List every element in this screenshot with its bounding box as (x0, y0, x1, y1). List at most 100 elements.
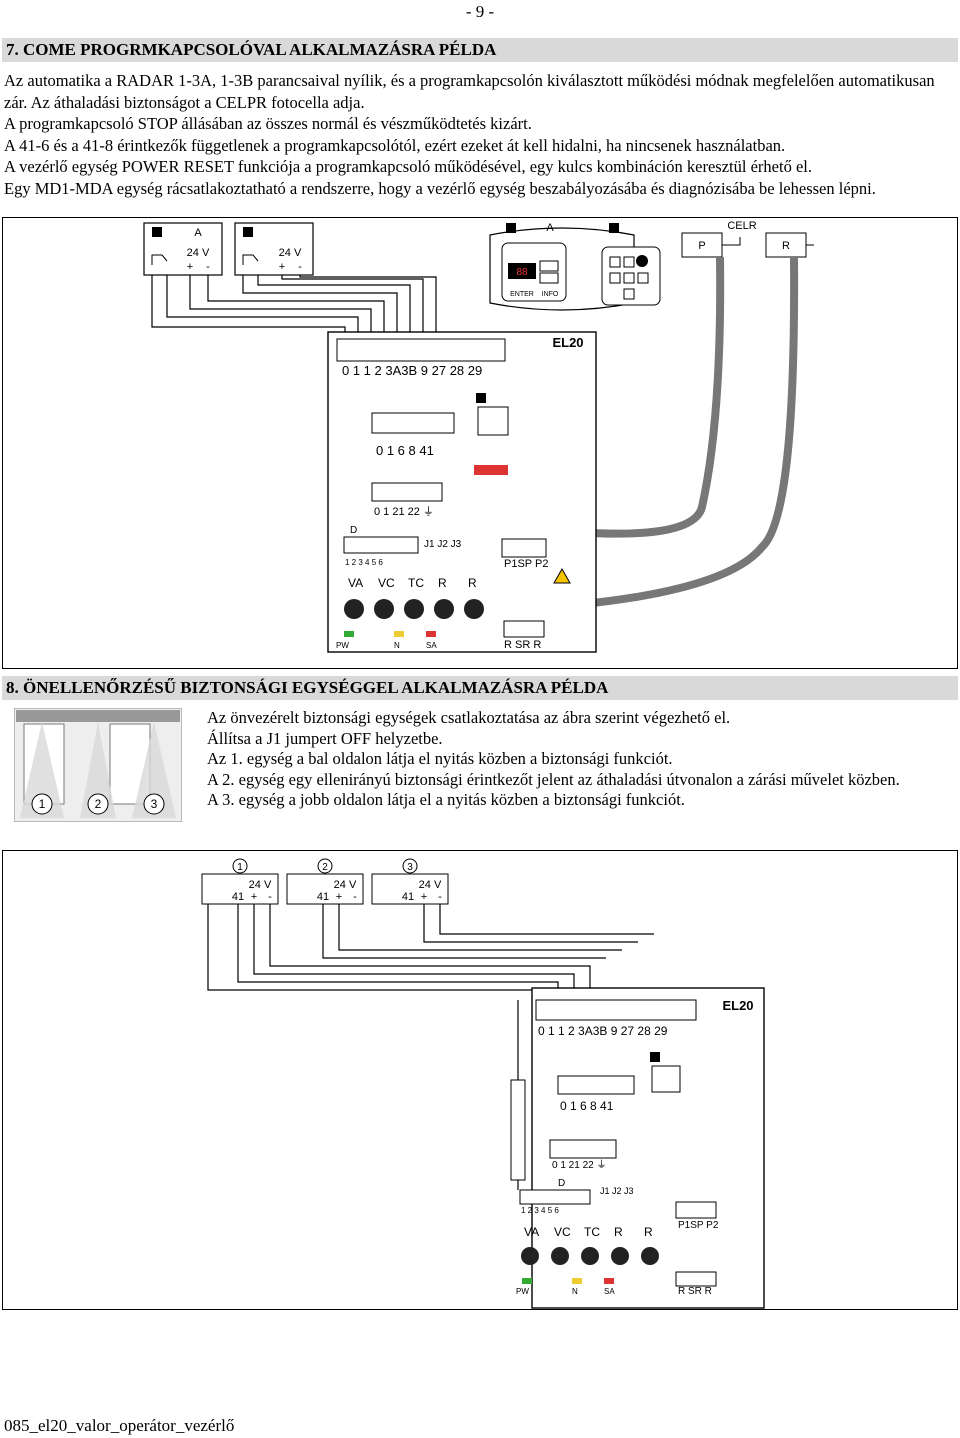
unit3-minus: - (438, 891, 442, 903)
celpr-label: CELR (727, 220, 756, 232)
celpr-p: P (698, 240, 705, 252)
unit3-number: 3 (407, 862, 413, 873)
led-pw: PW (336, 641, 349, 650)
s8-led-sa: SA (604, 1287, 615, 1296)
door-sensor-illustration: 1 2 3 (14, 708, 182, 822)
trimmer-vc: VC (378, 576, 395, 590)
unit1-41: 41 (232, 891, 244, 903)
s8-pp-terminals: P1SP P2 (678, 1220, 719, 1231)
trimmer-tc: TC (408, 576, 424, 590)
celpr-r: R (782, 240, 790, 252)
jumpers-label: J1 J2 J3 (424, 539, 462, 550)
radar1-minus: - (206, 261, 210, 273)
unit3-plus: + (421, 891, 427, 903)
sensor-number-3: 3 (151, 797, 158, 811)
unit2-41: 41 (317, 891, 329, 903)
selector-label-a: A (546, 222, 554, 234)
s8-led-n: N (572, 1287, 578, 1296)
unit1-plus: + (251, 891, 257, 903)
unit1-minus: - (268, 891, 272, 903)
radar1-label-a: A (194, 227, 202, 239)
dip-numbers: 1 2 3 4 5 6 (345, 558, 383, 567)
terminal-block-3: 0 1 21 22 ⏚ (371, 482, 443, 518)
s8-terminal-row-1: 0 1 1 2 3A3B 9 27 28 29 (538, 1024, 668, 1038)
unit3-41: 41 (402, 891, 414, 903)
s8-bottom-terminals: R SR R (678, 1286, 712, 1297)
celpr-photocell: P R CELR (521, 220, 814, 613)
s8-dip-numbers: 1 2 3 4 5 6 (521, 1206, 559, 1215)
selector-enter: ENTER (510, 291, 534, 298)
section-7-title: 7. COME PROGRMKAPCSOLÓVAL ALKALMAZÁSRA P… (2, 38, 958, 62)
terminal-block-1: 0 1 1 2 3A3B 9 27 28 29 (336, 338, 506, 378)
radar2-minus: - (298, 261, 302, 273)
terminal-row-3-label: 0 1 21 22 ⏚ (374, 505, 434, 518)
board-name: EL20 (552, 335, 583, 350)
s8-line-3: Az 1. egység a bal oldalon látja el nyit… (207, 749, 673, 769)
section-8-title: 8. ÖNELLENŐRZÉSŰ BIZTONSÁGI EGYSÉGGEL AL… (2, 676, 958, 700)
section-8-wiring-diagram: 1 24 V 41 + - 2 24 V 41 + - 3 24 V 41 + … (201, 858, 765, 1309)
radar-wires (151, 275, 437, 337)
s8-led-pw: PW (516, 1287, 529, 1296)
trimmer-r2: R (468, 576, 477, 590)
program-selector: A 88 ENTER INFO (489, 222, 661, 311)
unit3-supply: 24 V (419, 879, 442, 891)
s7-line-2: A programkapcsoló STOP állásában az össz… (4, 114, 532, 134)
s7-line-1: Az automatika a RADAR 1-3A, 1-3B parancs… (4, 71, 935, 112)
s8-trimmer-va: VA (524, 1225, 539, 1239)
trimmers: VA VC TC R R (344, 576, 484, 619)
radar1-plus: + (187, 261, 193, 273)
resistor (510, 1079, 526, 1181)
unit2-plus: + (336, 891, 342, 903)
unit1-supply: 24 V (249, 879, 272, 891)
terminal-row-2-label: 0 1 6 8 41 (376, 443, 434, 458)
radar1-supply: 24 V (187, 247, 210, 259)
trimmer-r1: R (438, 576, 447, 590)
s8-terminal-row-3: 0 1 21 22 ⏚ (552, 1159, 606, 1171)
svg-text:88: 88 (516, 267, 528, 278)
section-7-wiring-diagram: A 24 V + - 24 V + - A 88 ENTER INFO (143, 220, 814, 653)
unit2-number: 2 (322, 862, 328, 873)
safety-unit-2: 2 24 V 41 + - (286, 858, 364, 905)
unit2-supply: 24 V (334, 879, 357, 891)
section-8-diagram-frame (2, 850, 958, 1310)
radar2-plus: + (279, 261, 285, 273)
safety-unit-1: 1 24 V 41 + - (201, 858, 279, 905)
rj-connector (476, 393, 509, 436)
sensor-number-2: 2 (95, 797, 102, 811)
selector-info: INFO (542, 291, 559, 298)
terminal-block-2: 0 1 6 8 41 (371, 412, 455, 458)
s8-trimmer-vc: VC (554, 1225, 571, 1239)
s8-line-5: A 3. egység a jobb oldalon látja el a ny… (207, 790, 685, 810)
page-number: - 9 - (465, 2, 495, 21)
s8-line-2: Állítsa a J1 jumpert OFF helyzetbe. (207, 728, 443, 748)
section-8-text: Az önvezérelt biztonsági egységek csatla… (207, 708, 952, 811)
unit2-minus: - (353, 891, 357, 903)
s8-d-label: D (558, 1178, 565, 1189)
s8-trimmer-r1: R (614, 1225, 623, 1239)
s8-jumpers: J1 J2 J3 (600, 1186, 634, 1196)
unit1-number: 1 (237, 862, 243, 873)
footer: 085_el20_valor_operátor_vezérlő (4, 1416, 235, 1435)
section-7-diagram-frame (2, 217, 958, 669)
board-name-2: EL20 (722, 998, 753, 1013)
el20-board: EL20 0 1 1 2 3A3B 9 27 28 29 0 1 6 8 41 … (327, 331, 597, 653)
el20-board-2: EL20 0 1 1 2 3A3B 9 27 28 29 0 1 6 8 41 … (516, 987, 765, 1309)
radar2-supply: 24 V (279, 247, 302, 259)
s7-line-4: A vezérlő egység POWER RESET funkciója a… (4, 157, 812, 177)
bottom-terminals: R SR R (504, 639, 541, 651)
section-7-text: Az automatika a RADAR 1-3A, 1-3B parancs… (4, 70, 956, 200)
radar-sensor-1: A 24 V + - (143, 222, 223, 276)
status-leds: PW N SA (336, 631, 437, 650)
s7-line-3: A 41-6 és a 41-8 érintkezők függetlenek … (4, 135, 786, 155)
dip-switch-red (474, 465, 508, 475)
led-sa: SA (426, 641, 437, 650)
safety-unit-3: 3 24 V 41 + - (371, 858, 449, 905)
s7-line-5: Egy MD1-MDA egység rácsatlakoztatható a … (4, 178, 876, 198)
terminal-row-1-label: 0 1 1 2 3A3B 9 27 28 29 (342, 363, 482, 378)
s8-trimmer-tc: TC (584, 1225, 600, 1239)
s8-line-4: A 2. egység egy ellenirányú biztonsági é… (207, 769, 900, 789)
s8-trimmers: VA VC TC R R (521, 1225, 659, 1265)
s8-line-1: Az önvezérelt biztonsági egységek csatla… (207, 708, 731, 727)
d-label: D (350, 525, 357, 536)
pp-terminals: P1SP P2 (504, 558, 548, 570)
